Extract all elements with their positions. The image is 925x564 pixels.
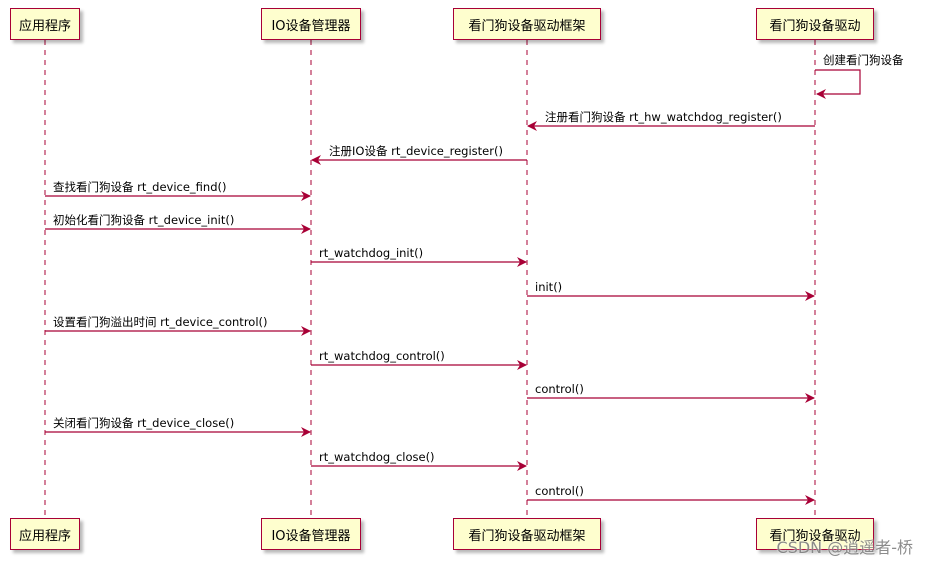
participant-wdt_fw-bottom: 看门狗设备驱动框架 (453, 518, 601, 550)
message-12: rt_watchdog_close() (311, 450, 527, 471)
message-label-9: rt_watchdog_control() (319, 349, 445, 363)
message-13: control() (527, 484, 815, 505)
message-5: 初始化看门狗设备 rt_device_init() (45, 213, 311, 234)
message-10: control() (527, 382, 815, 403)
message-3: 注册IO设备 rt_device_register() (311, 144, 527, 165)
participant-io-bottom: IO设备管理器 (261, 518, 361, 550)
message-label-10: control() (535, 382, 584, 396)
message-arrow-1 (815, 69, 861, 99)
message-7: init() (527, 280, 815, 301)
message-label-13: control() (535, 484, 584, 498)
message-label-5: 初始化看门狗设备 rt_device_init() (53, 213, 234, 227)
message-label-7: init() (535, 280, 562, 294)
message-label-6: rt_watchdog_init() (319, 246, 423, 260)
participant-wdt_fw-top: 看门狗设备驱动框架 (453, 8, 601, 40)
participant-wdt_drv-top: 看门狗设备驱动 (756, 8, 874, 40)
message-9: rt_watchdog_control() (311, 349, 527, 370)
message-2: 注册看门狗设备 rt_hw_watchdog_register() (527, 110, 815, 131)
message-label-2: 注册看门狗设备 rt_hw_watchdog_register() (545, 110, 782, 124)
participant-io-top: IO设备管理器 (261, 8, 361, 40)
watermark: CSDN @逍遥者-桥 (776, 538, 913, 557)
message-8: 设置看门狗溢出时间 rt_device_control() (45, 315, 311, 336)
message-label-1: 创建看门狗设备 (823, 53, 904, 67)
message-label-4: 查找看门狗设备 rt_device_find() (53, 180, 226, 194)
message-11: 关闭看门狗设备 rt_device_close() (45, 416, 311, 437)
message-label-3: 注册IO设备 rt_device_register() (329, 144, 503, 158)
message-1: 创建看门狗设备 (815, 53, 904, 99)
message-label-12: rt_watchdog_close() (319, 450, 435, 464)
participant-wdt_drv-bottom: 看门狗设备驱动 (756, 518, 874, 550)
message-label-11: 关闭看门狗设备 rt_device_close() (53, 416, 234, 430)
message-4: 查找看门狗设备 rt_device_find() (45, 180, 311, 201)
message-6: rt_watchdog_init() (311, 246, 527, 267)
message-label-8: 设置看门狗溢出时间 rt_device_control() (53, 315, 268, 329)
participant-app-bottom: 应用程序 (10, 518, 80, 550)
participant-app-top: 应用程序 (10, 8, 80, 40)
